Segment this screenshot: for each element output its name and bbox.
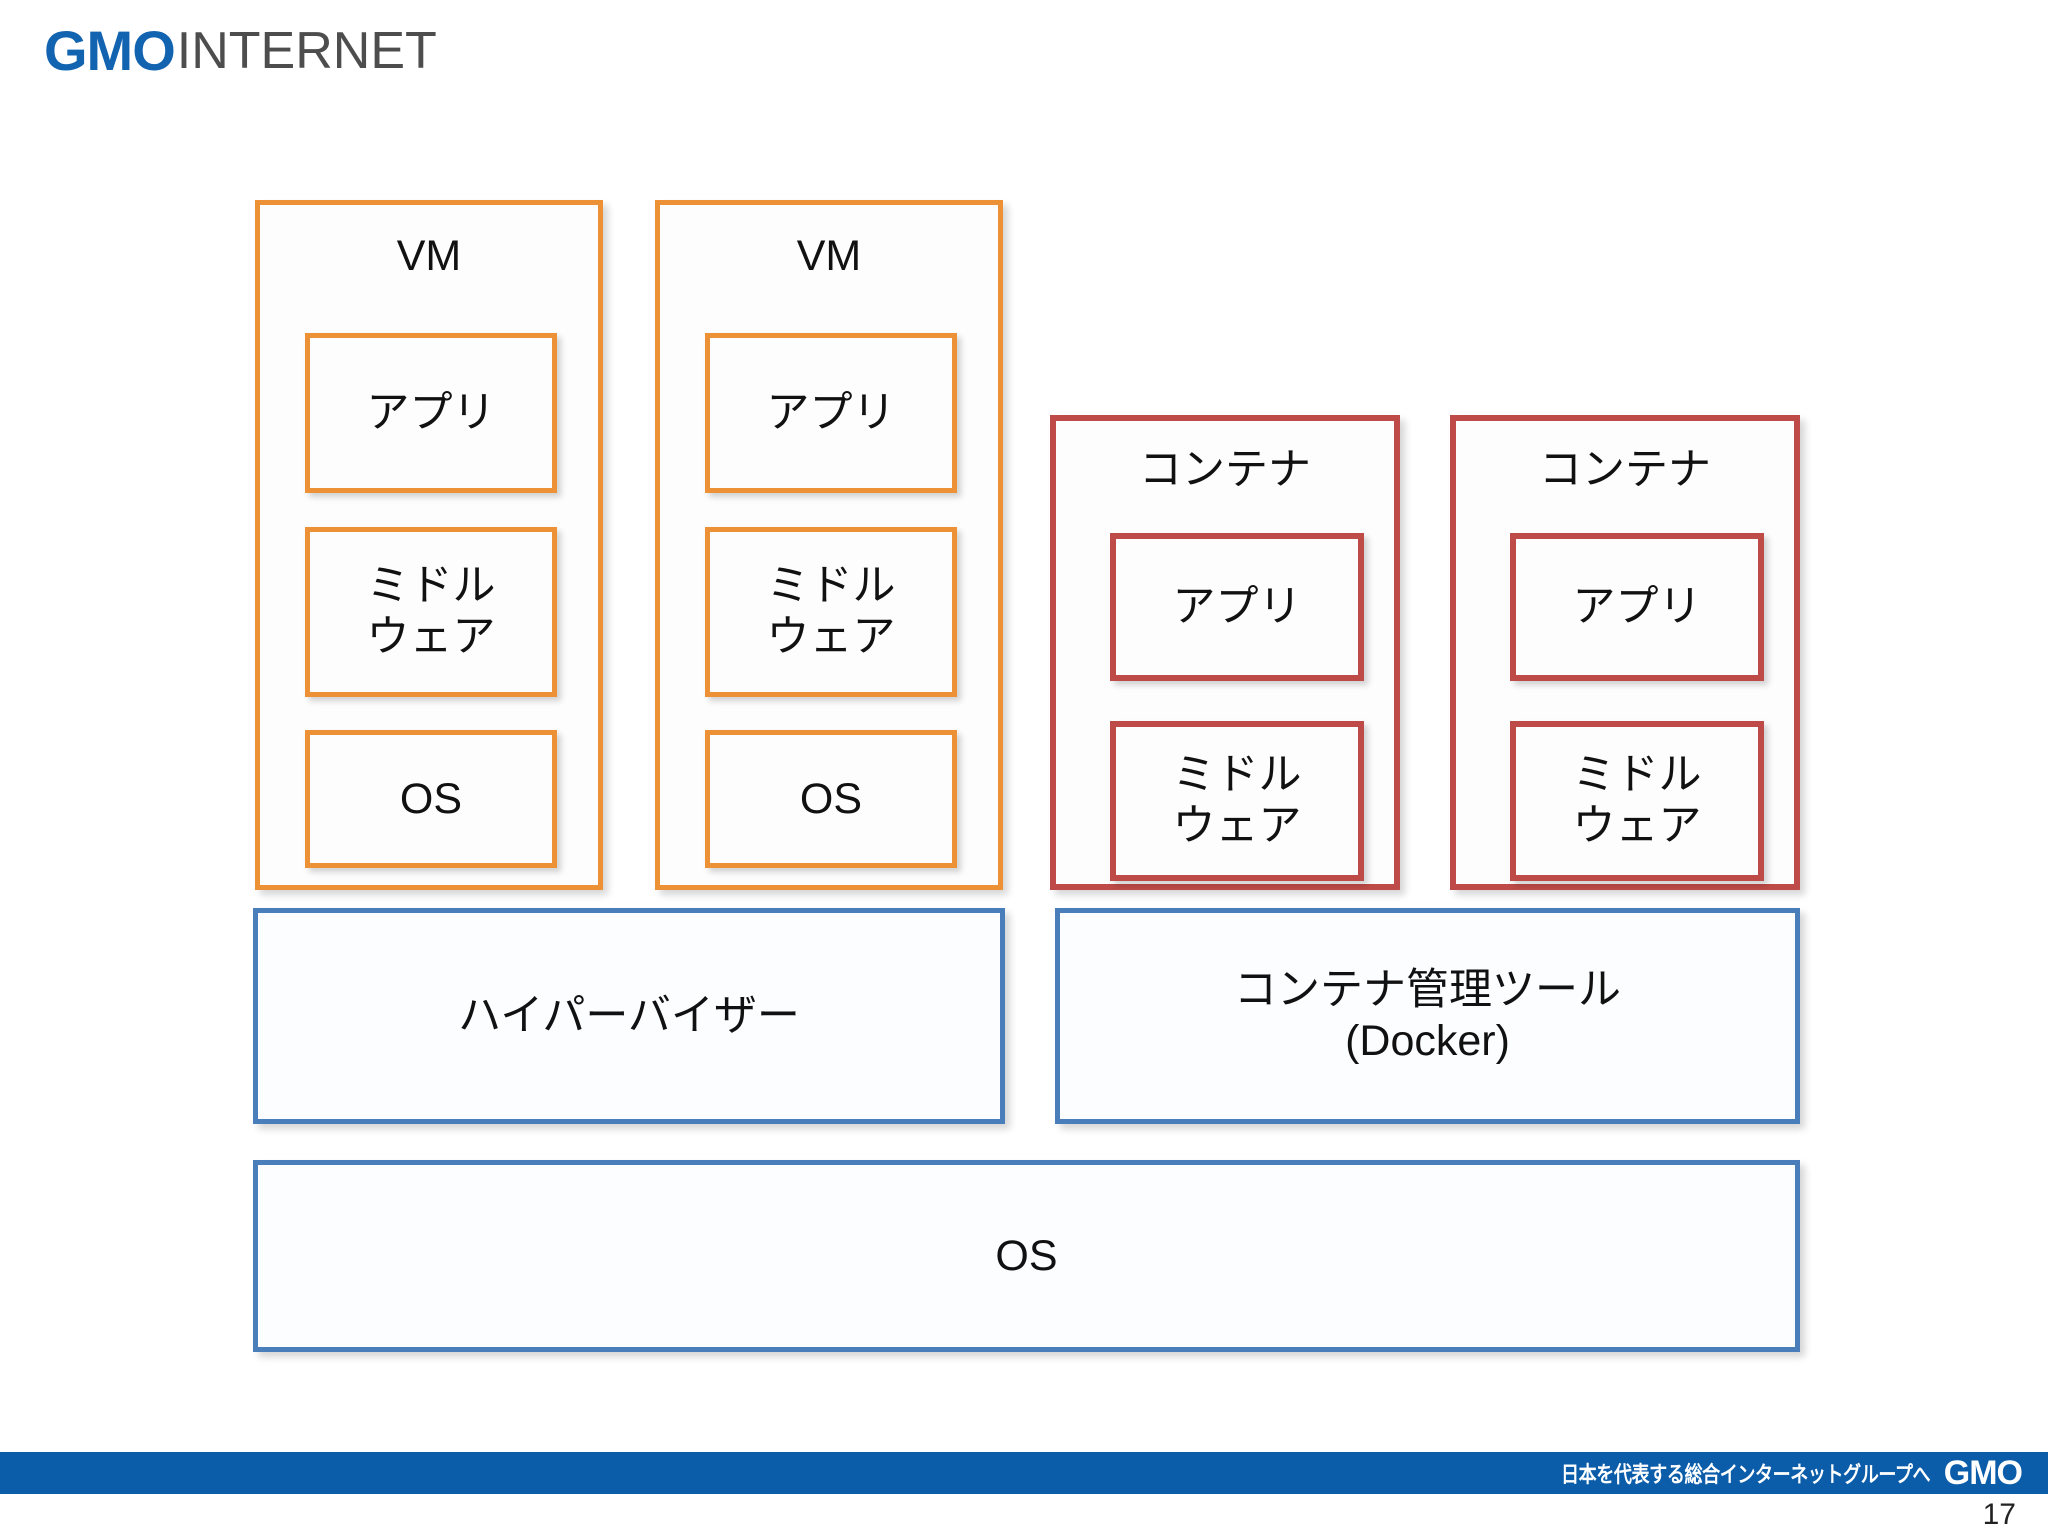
internet-logo-text: INTERNET — [176, 22, 437, 80]
vm-group-1-cell-os: OS — [305, 730, 557, 868]
container-group-1-title: コンテナ — [1139, 446, 1311, 494]
vm-group-1-app-label: アプリ — [366, 388, 496, 437]
vm-group-2-cell-app: アプリ — [705, 333, 957, 493]
vm-group-2-os-label: OS — [799, 774, 863, 823]
vm-group-2: VM アプリ ミドル ウェア OS — [655, 200, 1003, 890]
footer-tagline: 日本を代表する総合インターネットグループへ — [1560, 1462, 1931, 1487]
container-group-1-middleware-label: ミドル ウェア — [1172, 751, 1302, 850]
vm-group-1-cell-middleware: ミドル ウェア — [305, 527, 557, 697]
architecture-diagram: VM アプリ ミドル ウェア OS VM アプリ ミドル ウェア OS コンテナ… — [253, 200, 1800, 1352]
host-os-label: OS — [995, 1231, 1058, 1280]
vm-group-1-title: VM — [396, 232, 462, 280]
vm-group-2-cell-os: OS — [705, 730, 957, 868]
footer-gmo-logo: GMO — [1943, 1454, 2023, 1492]
hypervisor-box: ハイパーバイザー — [253, 908, 1005, 1124]
vm-group-2-middleware-label: ミドル ウェア — [766, 562, 896, 661]
container-group-2-title: コンテナ — [1539, 446, 1711, 494]
container-group-1-cell-middleware: ミドル ウェア — [1110, 721, 1364, 881]
container-tool-label: コンテナ管理ツール (Docker) — [1234, 966, 1621, 1065]
container-group-1: コンテナ アプリ ミドル ウェア — [1050, 415, 1400, 890]
page-number: 17 — [1982, 1498, 2016, 1531]
gmo-logo-text: GMO — [44, 19, 176, 82]
footer-bar: 日本を代表する総合インターネットグループへ GMO — [0, 1452, 2048, 1494]
container-group-2: コンテナ アプリ ミドル ウェア — [1450, 415, 1800, 890]
vm-group-1: VM アプリ ミドル ウェア OS — [255, 200, 603, 890]
container-group-2-cell-app: アプリ — [1510, 533, 1764, 681]
container-tool-box: コンテナ管理ツール (Docker) — [1055, 908, 1800, 1124]
vm-group-2-title: VM — [796, 232, 862, 280]
vm-group-1-os-label: OS — [399, 774, 463, 823]
vm-group-2-app-label: アプリ — [766, 388, 896, 437]
container-group-2-middleware-label: ミドル ウェア — [1572, 751, 1702, 850]
container-group-2-app-label: アプリ — [1572, 582, 1702, 631]
slide-header: GMO INTERNET — [44, 18, 437, 84]
hypervisor-label: ハイパーバイザー — [458, 991, 800, 1040]
container-group-2-cell-middleware: ミドル ウェア — [1510, 721, 1764, 881]
container-group-1-cell-app: アプリ — [1110, 533, 1364, 681]
vm-group-1-middleware-label: ミドル ウェア — [366, 562, 496, 661]
vm-group-1-cell-app: アプリ — [305, 333, 557, 493]
host-os-box: OS — [253, 1160, 1800, 1352]
vm-group-2-cell-middleware: ミドル ウェア — [705, 527, 957, 697]
container-group-1-app-label: アプリ — [1172, 582, 1302, 631]
